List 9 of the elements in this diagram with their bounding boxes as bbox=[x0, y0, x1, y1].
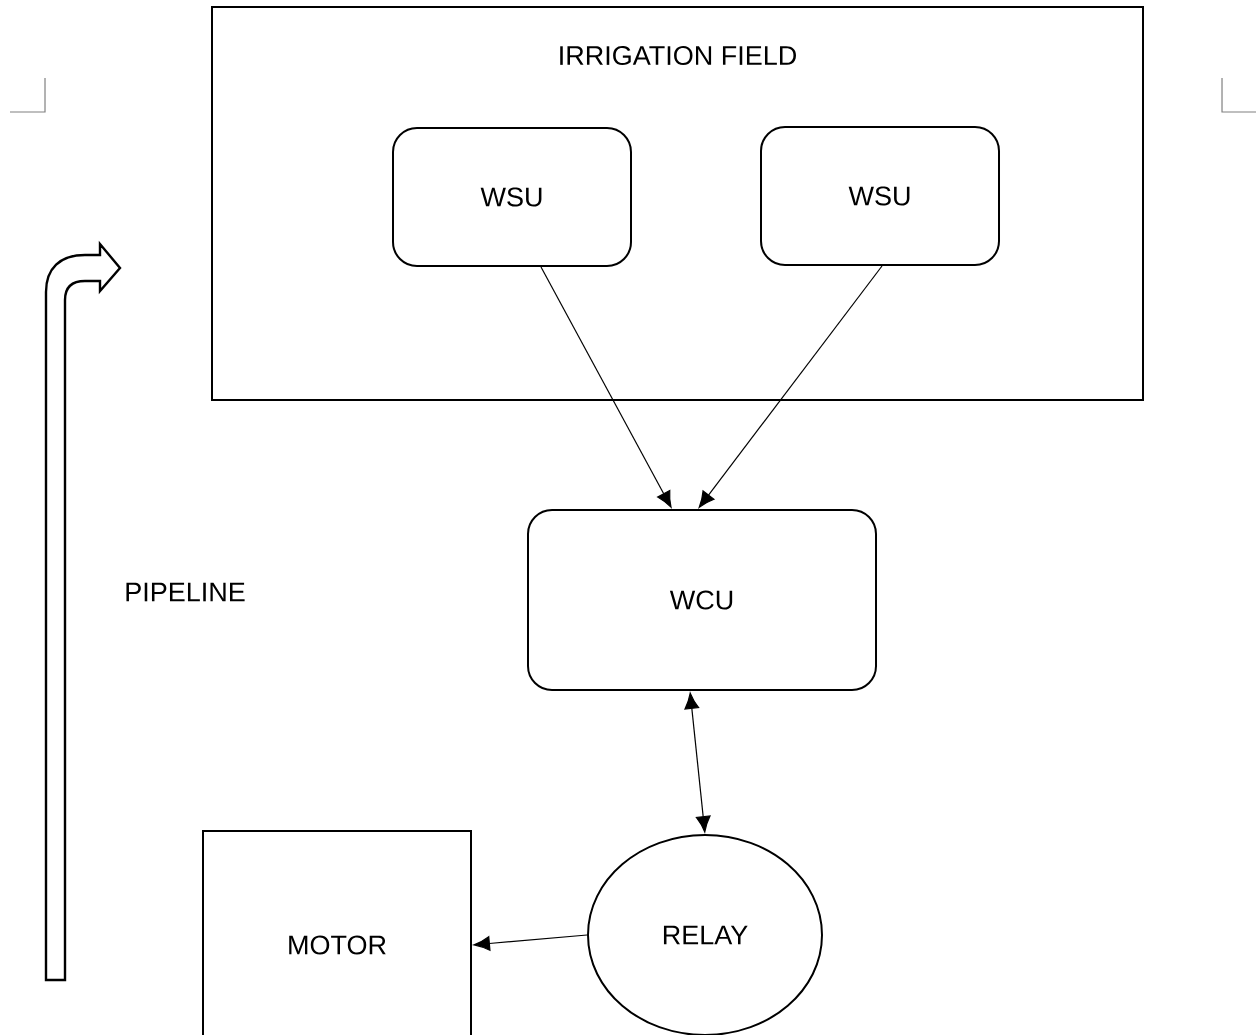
process-box: MOTOR bbox=[202, 830, 472, 1035]
arrow bbox=[473, 934, 588, 951]
arrow bbox=[540, 266, 672, 508]
rounded-box: WSU bbox=[392, 127, 632, 267]
rounded-box: WSU bbox=[760, 126, 1000, 266]
rounded-box: WCU bbox=[527, 509, 877, 691]
arrow bbox=[698, 265, 883, 508]
arrow bbox=[684, 692, 711, 833]
text-label: PIPELINE bbox=[126, 582, 245, 602]
